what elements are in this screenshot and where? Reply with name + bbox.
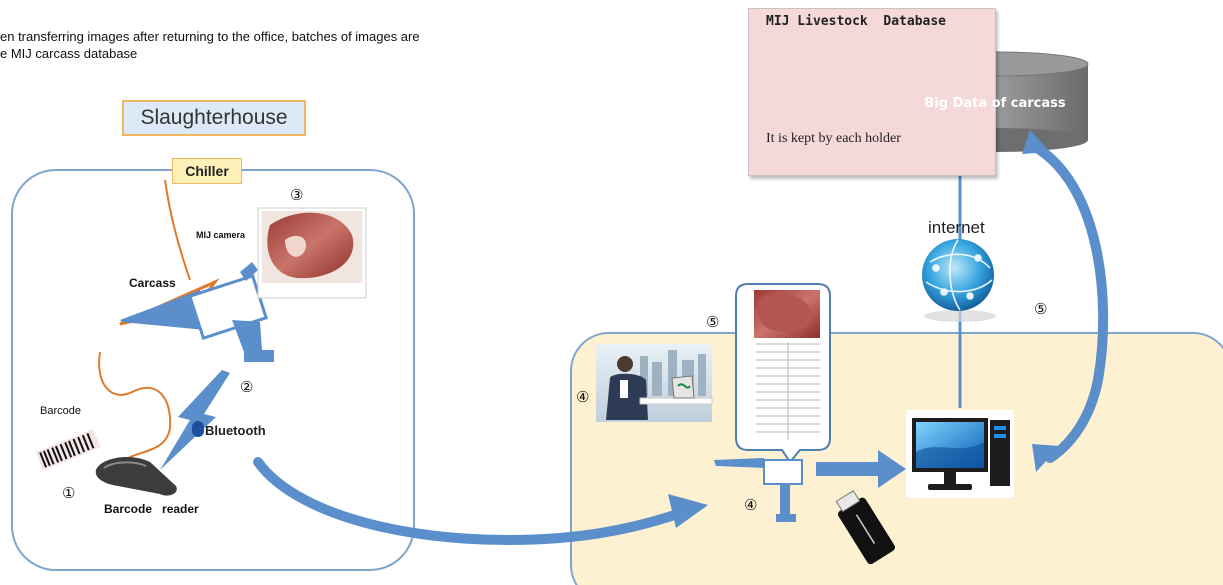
slaughterhouse-title: Slaughterhouse: [122, 100, 306, 136]
chiller-label: Chiller: [172, 158, 242, 184]
step-5-label-b: ⑤: [1034, 301, 1048, 318]
usb-drive-icon: [835, 490, 896, 565]
office-zone: [570, 332, 1223, 585]
camera-photo: [257, 207, 367, 299]
database-title: MIJ Livestock Database: [766, 14, 947, 29]
carcass-label: Carcass: [129, 276, 176, 290]
office-camera-icon: [714, 458, 803, 522]
camera-to-pc-arrow: [816, 450, 906, 488]
step-1-label: ①: [62, 485, 76, 502]
database-panel: [748, 8, 996, 176]
mij-camera-icon: [120, 262, 274, 362]
database-note: It is kept by each holder: [766, 131, 901, 146]
internet-globe-icon: [922, 239, 996, 322]
bluetooth-icon: [192, 421, 204, 437]
bluetooth-signal: [160, 370, 230, 470]
transfer-arrow: [253, 457, 695, 545]
caption-line-2: e MIJ carcass database: [0, 46, 138, 61]
barcode-icon: [35, 428, 101, 471]
barcode-reader-label: Barcode reader: [104, 502, 199, 516]
step-5-label-a: ⑤: [706, 314, 720, 331]
barcode-label: Barcode: [40, 405, 81, 417]
data-sheet-callout: [735, 283, 831, 464]
barcode-reader-icon: [95, 456, 177, 496]
step-2-label: ②: [240, 379, 254, 396]
database-to-pc-arrow: [1025, 139, 1109, 463]
caption-line-1: en transferring images after returning t…: [0, 29, 420, 44]
desktop-pc-icon: [906, 410, 1014, 498]
step-4-label-b: ④: [744, 497, 758, 514]
internet-label: internet: [928, 218, 985, 237]
office-worker-image: [596, 344, 713, 422]
big-data-label: Big Data of carcass: [924, 96, 1066, 111]
step-3-label: ③: [290, 187, 304, 204]
bluetooth-label: Bluetooth: [205, 423, 266, 438]
step-4-label-a: ④: [576, 389, 590, 406]
mij-camera-label: MIJ camera: [196, 230, 246, 240]
